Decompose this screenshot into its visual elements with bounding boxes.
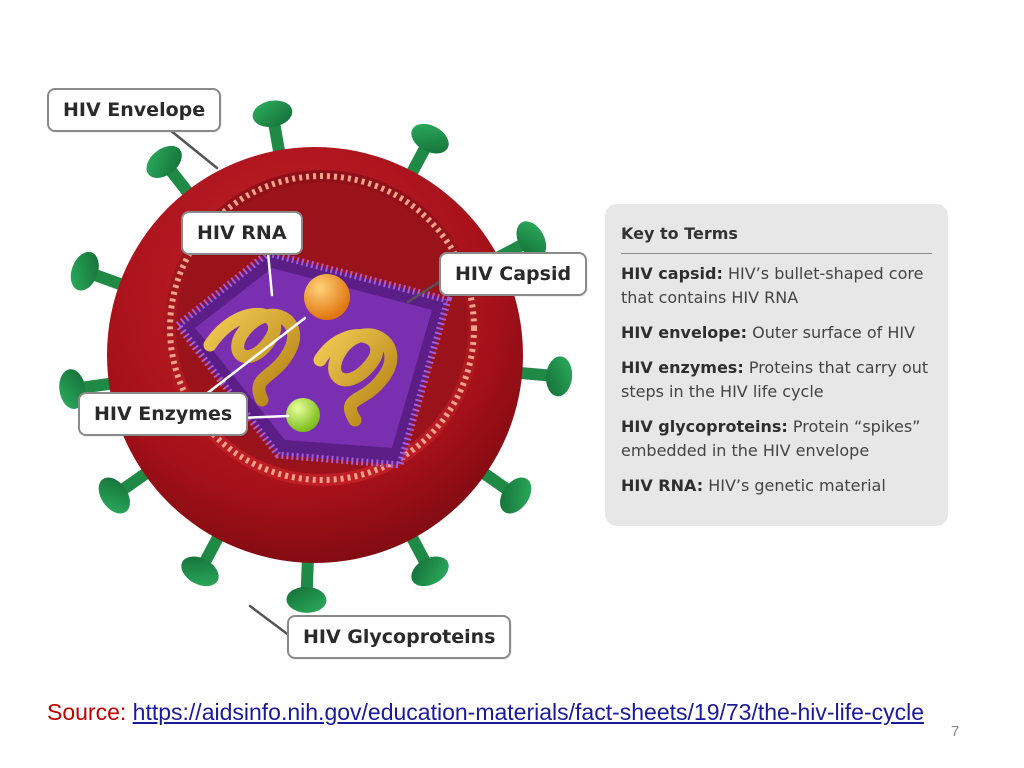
source-link[interactable]: https://aidsinfo.nih.gov/education-mater… bbox=[133, 699, 924, 725]
glycoprotein-spike bbox=[140, 139, 191, 197]
term-name: HIV RNA: bbox=[621, 476, 703, 495]
key-to-terms-panel: Key to Terms HIV capsid: HIV’s bullet-sh… bbox=[605, 204, 948, 526]
term-rna: HIV RNA: HIV’s genetic material bbox=[621, 474, 932, 498]
label-hiv-glycoproteins: HIV Glycoproteins bbox=[287, 615, 511, 659]
page-number: 7 bbox=[951, 723, 959, 740]
glycoprotein-spike bbox=[479, 470, 538, 520]
glycoprotein-spike bbox=[406, 118, 454, 179]
term-capsid: HIV capsid: HIV’s bullet-shaped core tha… bbox=[621, 262, 932, 310]
term-name: HIV enzymes: bbox=[621, 358, 744, 377]
term-enzymes: HIV enzymes: Proteins that carry out ste… bbox=[621, 356, 932, 404]
term-glycoproteins: HIV glycoproteins: Protein “spikes” embe… bbox=[621, 415, 932, 463]
term-name: HIV glycoproteins: bbox=[621, 417, 788, 436]
glycoprotein-spike bbox=[176, 532, 224, 593]
glycoprotein-spike bbox=[514, 355, 574, 397]
term-definition: HIV’s genetic material bbox=[708, 476, 886, 495]
source-label: Source: bbox=[47, 699, 126, 725]
enzyme-orange bbox=[304, 274, 350, 320]
label-hiv-rna: HIV RNA bbox=[181, 211, 303, 255]
label-hiv-capsid: HIV Capsid bbox=[439, 252, 587, 296]
label-hiv-enzymes: HIV Enzymes bbox=[78, 392, 248, 436]
glycoprotein-spike bbox=[66, 248, 127, 294]
term-name: HIV envelope: bbox=[621, 323, 747, 342]
term-definition: Outer surface of HIV bbox=[752, 323, 915, 342]
glycoprotein-spike bbox=[406, 532, 454, 593]
key-title: Key to Terms bbox=[621, 224, 932, 254]
term-envelope: HIV envelope: Outer surface of HIV bbox=[621, 321, 932, 345]
term-name: HIV capsid: bbox=[621, 264, 723, 283]
glycoprotein-spike bbox=[286, 555, 327, 614]
source-citation: Source: https://aidsinfo.nih.gov/educati… bbox=[47, 697, 947, 727]
glycoprotein-spike bbox=[92, 470, 151, 520]
label-hiv-envelope: HIV Envelope bbox=[47, 88, 221, 132]
enzyme-green bbox=[286, 398, 320, 432]
